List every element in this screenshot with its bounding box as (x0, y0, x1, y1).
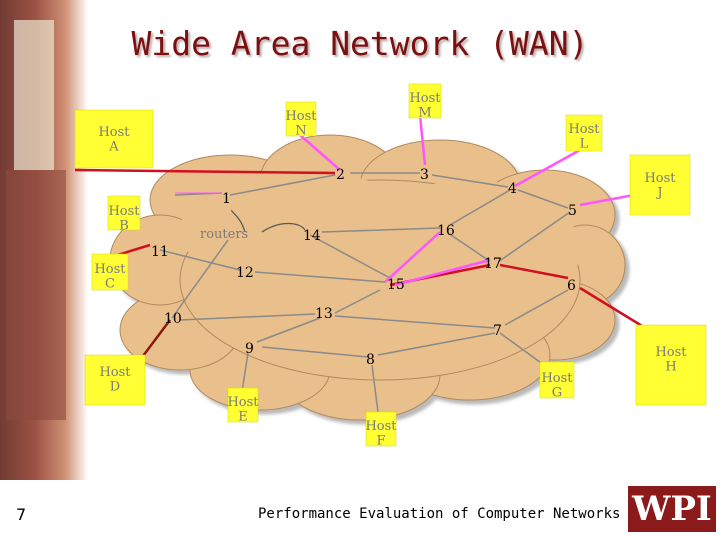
link-host-m-3 (418, 114, 427, 166)
router-links (159, 172, 571, 413)
page-number: 7 (16, 505, 27, 524)
link-9-8 (261, 346, 369, 358)
link-17-6 (499, 263, 569, 280)
router-12: 12 (236, 265, 254, 281)
link-13-15 (334, 289, 381, 314)
link-15-17-alt (394, 258, 491, 287)
link-16-14 (321, 227, 441, 233)
tower-top (14, 20, 54, 170)
router-14: 14 (303, 228, 321, 244)
router-15: 15 (387, 277, 405, 293)
router-9: 9 (245, 341, 254, 357)
routers-annotation: routers (200, 227, 248, 242)
router-4: 4 (508, 181, 517, 197)
link-13-7 (334, 315, 496, 329)
link-9-host-e (241, 352, 249, 393)
link-4-16 (449, 189, 511, 226)
slide-title: Wide Area Network (WAN) (131, 24, 589, 63)
router-1: 1 (222, 191, 231, 207)
link-7-6 (504, 289, 569, 326)
tower-body (6, 170, 66, 420)
link-4-5 (517, 189, 569, 209)
router-3: 3 (420, 167, 429, 183)
link-host-a-2 (74, 168, 336, 175)
link-13-9 (256, 317, 321, 343)
link-host-n-2 (299, 134, 341, 171)
router-7: 7 (493, 323, 502, 339)
router-8: 8 (366, 352, 375, 368)
wpi-logo: WPI (628, 486, 716, 532)
link-8-7 (377, 332, 496, 356)
link-3-4 (431, 174, 509, 188)
router-labels: 1 2 3 4 5 6 7 8 9 10 11 12 13 14 15 16 1… (151, 167, 577, 368)
link-11-12 (159, 249, 241, 271)
network-cloud (109, 134, 626, 421)
router-11: 11 (151, 244, 169, 260)
router-13: 13 (315, 306, 333, 322)
router-17: 17 (484, 256, 502, 272)
routers-annotation-arrows (231, 209, 306, 233)
link-10-host-d (139, 319, 171, 361)
link-14-15 (309, 234, 391, 279)
link-5-17 (497, 211, 571, 263)
link-1-2 (229, 174, 336, 196)
link-8-host-f (371, 364, 379, 413)
router-2: 2 (336, 167, 345, 183)
router-6: 6 (567, 278, 576, 294)
router-16: 16 (437, 223, 455, 239)
router-10: 10 (164, 311, 182, 327)
router-5: 5 (568, 203, 577, 219)
link-10-router (171, 239, 229, 319)
link-host-l-4 (514, 148, 581, 188)
link-10-13 (179, 313, 316, 321)
link-12-15 (254, 271, 386, 283)
footer-caption: Performance Evaluation of Computer Netwo… (258, 506, 621, 522)
link-16-17 (447, 232, 489, 261)
background-tower-image (0, 0, 88, 480)
link-15-16 (384, 231, 441, 283)
